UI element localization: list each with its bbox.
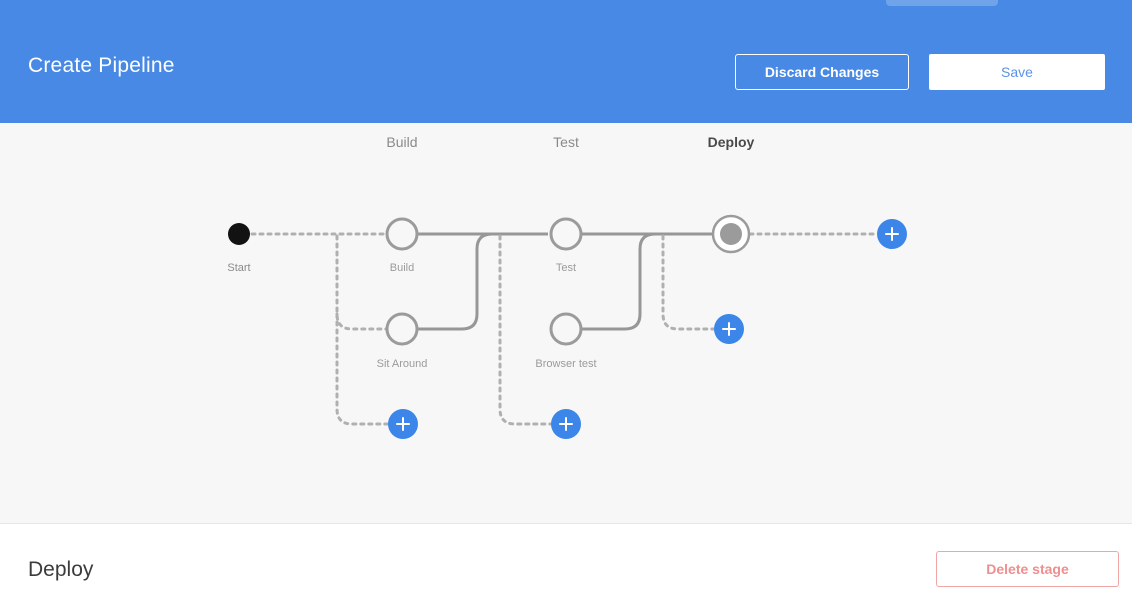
- pipeline-canvas[interactable]: Build Test Deploy Start Build Sit Around…: [0, 123, 1132, 524]
- stage-label-build[interactable]: Build: [386, 134, 418, 150]
- top-strip: [0, 0, 1132, 22]
- job-node-browser-test[interactable]: [549, 312, 583, 346]
- app-header: Create Pipeline Discard Changes Save: [0, 22, 1132, 123]
- stage-label-test[interactable]: Test: [553, 134, 579, 150]
- edge-sitaround-to-merge: [418, 232, 500, 331]
- edge-trunk-to-add-build: [335, 312, 390, 426]
- add-job-test-button[interactable]: [551, 409, 581, 439]
- page-title: Create Pipeline: [28, 54, 175, 77]
- job-node-build[interactable]: [385, 217, 419, 251]
- edge-trunk-to-add-deploy: [661, 234, 716, 331]
- job-label-build: Build: [389, 262, 415, 274]
- stage-label-deploy[interactable]: Deploy: [707, 134, 755, 150]
- edge-trunk-to-sitaround: [335, 234, 388, 331]
- job-node-test[interactable]: [549, 217, 583, 251]
- add-job-deploy-button[interactable]: [714, 314, 744, 344]
- job-label-browser-test: Browser test: [535, 358, 597, 370]
- delete-stage-button[interactable]: Delete stage: [936, 551, 1119, 587]
- job-label-test: Test: [555, 262, 577, 274]
- save-button[interactable]: Save: [929, 54, 1105, 90]
- start-node-label: Start: [227, 262, 251, 274]
- stage-detail-title: Deploy: [28, 558, 94, 581]
- stage-node-deploy[interactable]: [711, 214, 751, 254]
- pipeline-graph: [228, 214, 879, 426]
- partial-pill-above-header: [886, 0, 998, 6]
- edge-browsertest-to-merge: [582, 232, 663, 331]
- discard-changes-button[interactable]: Discard Changes: [735, 54, 909, 90]
- edge-trunk-to-add-test: [498, 234, 553, 426]
- job-node-sit-around[interactable]: [385, 312, 419, 346]
- add-job-build-button[interactable]: [388, 409, 418, 439]
- add-stage-after-deploy-button[interactable]: [877, 219, 907, 249]
- job-label-sit-around: Sit Around: [376, 358, 428, 370]
- start-node[interactable]: [228, 223, 250, 245]
